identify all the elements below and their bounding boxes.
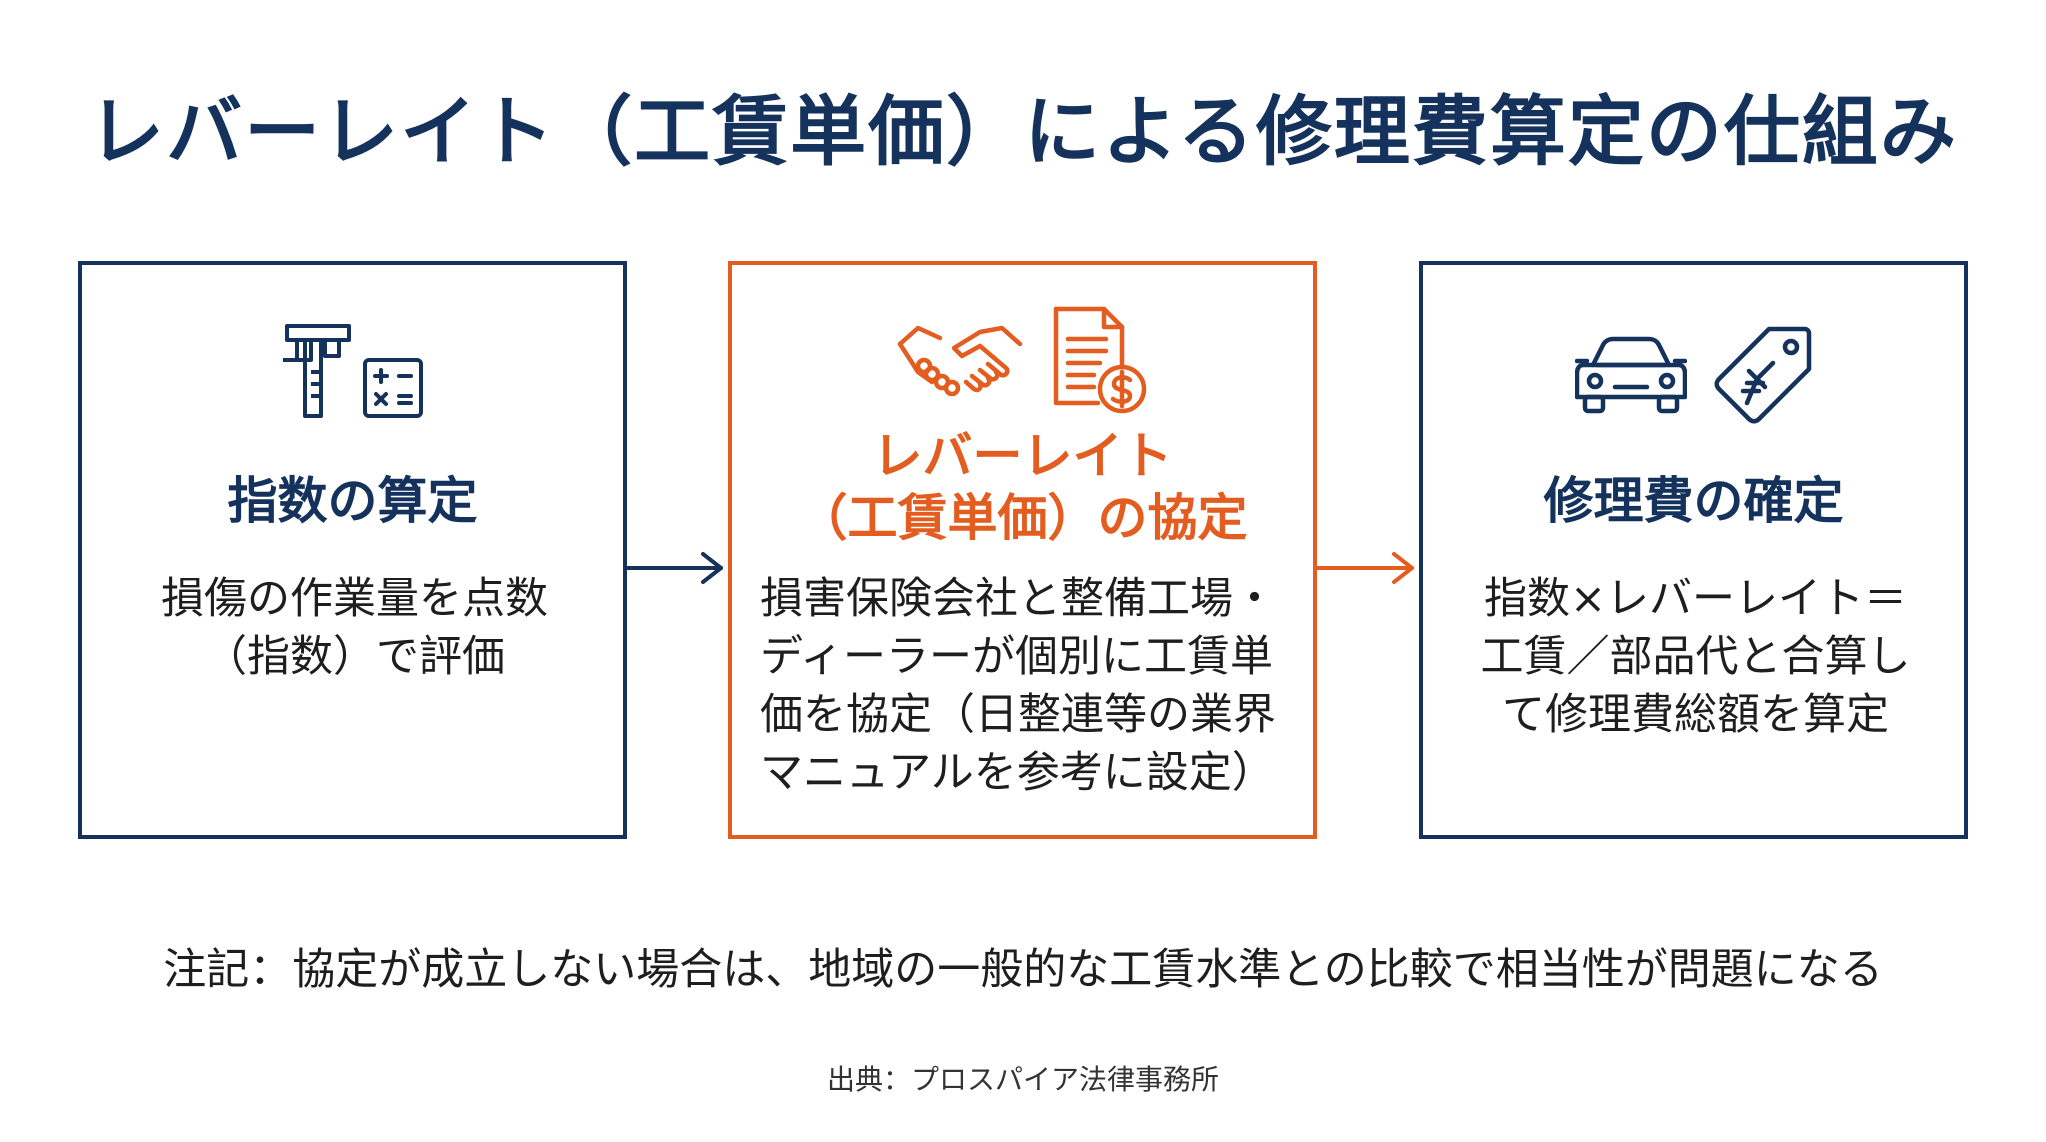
step-title: 指数の算定 [227, 472, 478, 530]
step-icons [732, 305, 1313, 415]
step-description: 損傷の作業量を点数 （指数）で評価 [122, 570, 587, 686]
step-box-index: 指数の算定 損傷の作業量を点数 （指数）で評価 [78, 261, 627, 839]
step-description-line: 工賃／部品代と合算し [1480, 632, 1911, 682]
arrow-right-icon [627, 552, 723, 584]
step-icons [1423, 325, 1964, 425]
calculator-icon [362, 358, 423, 418]
caliper-icon [282, 324, 351, 418]
step-description-line: 損害保険会社と整備工場・ [760, 574, 1276, 624]
step-description-line: 価を協定（日整連等の業界 [760, 690, 1276, 740]
source-credit: 出典：プロスパイア法律事務所 [826, 1063, 1219, 1096]
yen-price-tag-icon [1714, 326, 1811, 424]
step-title-line: レバーレイト [872, 427, 1173, 485]
step-description-line: （指数）で評価 [204, 632, 505, 682]
step-description-line: て修理費総額を算定 [1502, 690, 1889, 740]
step-description-line: マニュアルを参考に設定） [760, 748, 1275, 798]
arrow-right-icon [1317, 552, 1414, 584]
step-description-line: ディーラーが個別に工賃単 [760, 632, 1273, 682]
step-description: 指数×レバーレイト＝ 工賃／部品代と合算し て修理費総額を算定 [1463, 570, 1928, 744]
step-title: 修理費の確定 [1543, 472, 1844, 530]
step-box-lever-rate: レバーレイト （工賃単価）の協定 損害保険会社と整備工場・ ディーラーが個別に工… [728, 261, 1317, 839]
handshake-icon [897, 325, 1022, 397]
step-title-line: （工賃単価）の協定 [797, 489, 1248, 547]
step-icons [82, 320, 623, 420]
step-description: 損害保険会社と整備工場・ ディーラーが個別に工賃単 価を協定（日整連等の業界 マ… [760, 570, 1285, 802]
footnote: 注記：協定が成立しない場合は、地域の一般的な工賃水準との比較で相当性が問題になる [163, 945, 1883, 995]
step-box-repair-cost: 修理費の確定 指数×レバーレイト＝ 工賃／部品代と合算し て修理費総額を算定 [1419, 261, 1968, 839]
invoice-dollar-icon [1053, 306, 1146, 414]
step-description-line: 損傷の作業量を点数 [161, 574, 548, 624]
page-title: レバーレイト（工賃単価）による修理費算定の仕組み [88, 87, 1958, 176]
step-description-line: 指数×レバーレイト＝ [1483, 574, 1908, 624]
car-icon [1574, 336, 1687, 414]
step-title: レバーレイト （工賃単価）の協定 [732, 425, 1313, 549]
